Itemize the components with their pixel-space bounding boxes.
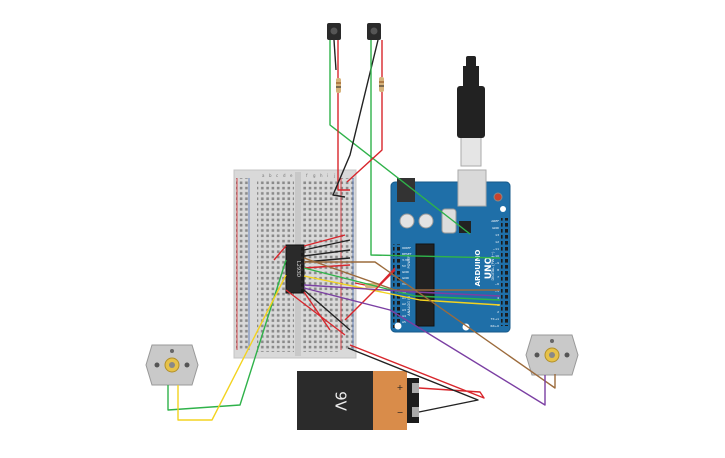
row-label-a: a [262,173,265,178]
pin-label-12: 12 [495,240,499,244]
mounting-hole [500,206,506,212]
pin-label-5v: 5V [402,264,407,268]
pin-label-vin: Vin [402,282,407,286]
power-rail-left [236,178,250,350]
wire-red[interactable] [354,282,366,286]
pin-label-gnd-2: GND [402,276,410,280]
reset-button[interactable] [493,192,503,202]
power-jack [397,178,415,202]
motor-left[interactable] [145,344,199,386]
digital-header [501,218,508,326]
wire-red[interactable] [303,291,331,331]
digital-header-label: DIGITAL (PWM~) [491,251,495,281]
pin-label-5: ~5 [495,289,500,293]
pin-label-11: ~11 [493,247,499,251]
wire-green[interactable] [329,40,471,235]
power-header-label: POWER [407,255,411,269]
wire-yellow[interactable] [177,274,287,421]
wire-red[interactable] [344,269,396,321]
capacitor [399,213,415,229]
pin-label-reset: RESET [402,252,412,256]
atmega-chip [415,243,435,327]
capacitor [418,213,434,229]
pin-label-10: ~10 [493,254,499,258]
pin-label-1: TX→1 [490,317,499,321]
pin-label-ioref: IOREF [402,246,411,250]
wire-red[interactable] [303,234,346,247]
wire-green[interactable] [303,267,501,301]
pin-label-a1: A1 [402,296,406,300]
row-label-c: c [276,173,278,178]
motor-driver-chip[interactable]: L293D [285,244,305,294]
pin-label-4: 4 [497,296,499,300]
wire-brown[interactable] [303,257,500,291]
pin-label-2: 2 [497,310,499,314]
battery-minus-label: − [397,408,404,417]
wire-red[interactable] [378,267,396,286]
arduino-model: UNO [484,256,494,279]
row-label-g: g [313,173,316,178]
battery-9v[interactable]: 9V + − [297,371,419,430]
battery-label: 9V [332,391,350,412]
pin-label-0: RX←0 [490,324,499,328]
wires [167,39,556,421]
pin-label-a5: A5 [402,320,406,324]
usb-port [457,169,487,207]
wire-black[interactable] [303,249,351,257]
analog-header-label: ANALOG IN [407,296,411,316]
battery-plus-label: + [397,383,404,392]
wire-black[interactable] [303,289,351,331]
pin-label-aref: AREF [491,219,499,223]
pin-label-gnd: GND [492,226,500,230]
pin-label-a4: A4 [402,314,406,318]
wire-yellow[interactable] [303,275,501,306]
resistor-right[interactable] [379,77,384,92]
analog-power-header [393,244,400,328]
row-label-d: d [283,173,286,178]
row-label-h: h [320,173,323,178]
wire-purple[interactable] [303,287,546,406]
resistor-left[interactable] [336,78,341,93]
wire-brown[interactable] [304,261,556,389]
wire-green[interactable] [370,40,501,259]
wire-black[interactable] [332,39,379,198]
chip-label: L293D [295,261,301,277]
row-label-e: e [290,173,293,178]
row-label-i: i [327,173,328,178]
wire-red[interactable] [346,92,383,183]
row-label-f: f [306,173,308,178]
row-label-b: b [269,173,272,178]
wire-black[interactable] [347,347,479,413]
usb-cable[interactable] [457,56,485,167]
pin-label-9: ~9 [495,261,500,265]
wire-red[interactable] [285,289,346,336]
pin-label-8: 8 [497,268,499,272]
pin-label-13: 13 [495,233,499,237]
pin-label-7: 7 [497,275,499,279]
row-label-j: j [333,173,335,178]
pin-label-a3: A3 [402,308,406,312]
mounting-hole [394,322,402,330]
sensor-left[interactable] [327,23,341,40]
pin-label-gnd-1: GND [402,270,410,274]
motor-right[interactable] [525,334,579,376]
wire-purple[interactable] [303,284,501,297]
wire-red[interactable] [337,93,350,191]
arduino-uno[interactable]: ARDUINO UNO DIGITAL (PWM~) ANALOG IN POW… [390,169,511,333]
pin-label-a2: A2 [402,302,406,306]
usb-chip [459,221,471,233]
pin-label-3v3: 3.3V [402,258,410,262]
wire-green[interactable] [167,259,287,411]
wire-red[interactable] [349,344,485,399]
wire-black[interactable] [333,39,337,71]
power-rail-right [340,178,354,350]
pin-label-6: ~6 [495,282,500,286]
wire-red[interactable] [273,245,287,261]
wire-black[interactable] [303,239,351,251]
arduino-brand: ARDUINO [474,250,482,287]
sensor-right[interactable] [367,23,381,40]
